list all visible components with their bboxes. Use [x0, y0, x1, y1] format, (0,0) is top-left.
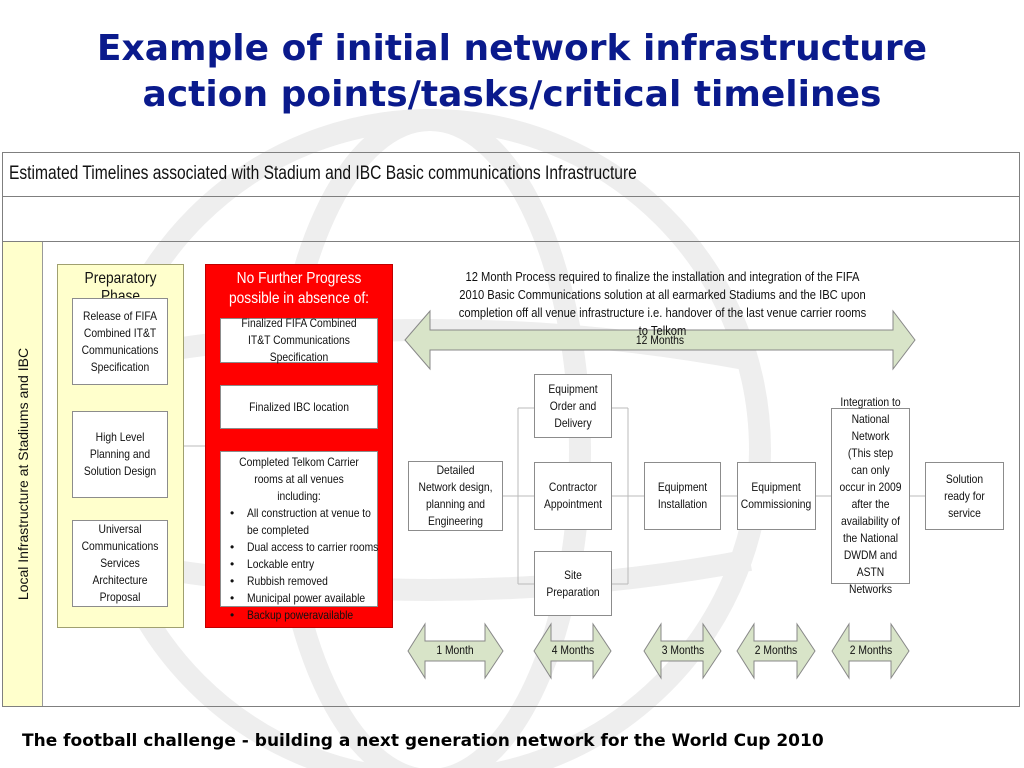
carrier-rooms-heading: Completed Telkom Carrier rooms at all ve… [239, 455, 359, 503]
solution-ready-box: Solution ready for service [925, 462, 1004, 530]
slide-title: Example of initial network infrastructur… [20, 26, 1004, 118]
finalized-spec-box: Finalized FIFA Combined IT&T Communicati… [220, 316, 378, 364]
side-label: Local Infrastructure at Stadiums and IBC [15, 347, 31, 601]
high-level-planning-box: High Level Planning and Solution Design [72, 411, 168, 498]
carrier-item: Backup poweravailable [225, 607, 373, 624]
carrier-rooms-box: Completed Telkom Carrier rooms at all ve… [220, 451, 378, 624]
equipment-commissioning-box: Equipment Commissioning [737, 462, 816, 530]
chart-blank-row [3, 197, 1019, 242]
detailed-design-box: Detailed Network design, planning and En… [408, 461, 503, 531]
carrier-item: All construction at venue to [225, 505, 373, 522]
process-description: 12 Month Process required to finalize th… [458, 269, 867, 338]
release-spec-box: Release of FIFA Combined IT&T Communicat… [72, 298, 168, 385]
timeline-chart-frame: Estimated Timelines associated with Stad… [2, 152, 1020, 707]
twelve-months-label: 12 Months [635, 333, 685, 347]
duration-label-1: 1 Month [436, 643, 474, 657]
equipment-order-box: Equipment Order and Delivery [534, 374, 612, 438]
architecture-proposal-box: Universal Communications Services Archit… [72, 520, 168, 607]
site-preparation-box: Site Preparation [534, 551, 612, 616]
footer-tagline: The football challenge - building a next… [22, 731, 824, 751]
duration-label-2: 4 Months [551, 643, 595, 657]
no-progress-title: No Further Progress possible in absence … [229, 270, 369, 307]
finalized-ibc-box: Finalized IBC location [220, 385, 378, 429]
carrier-item: Rubbish removed [225, 573, 373, 590]
carrier-item: Lockable entry [225, 556, 373, 573]
equipment-installation-box: Equipment Installation [644, 462, 721, 530]
side-band: Local Infrastructure at Stadiums and IBC [3, 242, 43, 706]
title-line-2: action points/tasks/critical timelines [142, 74, 882, 115]
carrier-item: Municipal power available [225, 590, 373, 607]
carrier-item: be completed [247, 523, 309, 537]
title-line-1: Example of initial network infrastructur… [96, 28, 928, 69]
chart-header-text: Estimated Timelines associated with Stad… [9, 163, 637, 184]
carrier-item: Dual access to carrier rooms [225, 539, 378, 556]
contractor-appointment-box: Contractor Appointment [534, 462, 612, 530]
chart-header-row: Estimated Timelines associated with Stad… [3, 153, 1019, 197]
national-integration-box: Integration to National Network (This st… [831, 395, 910, 596]
duration-label-4: 2 Months [754, 643, 798, 657]
duration-label-3: 3 Months [661, 643, 705, 657]
carrier-rooms-list: All construction at venue to be complete… [225, 505, 378, 624]
duration-label-5: 2 Months [849, 643, 893, 657]
